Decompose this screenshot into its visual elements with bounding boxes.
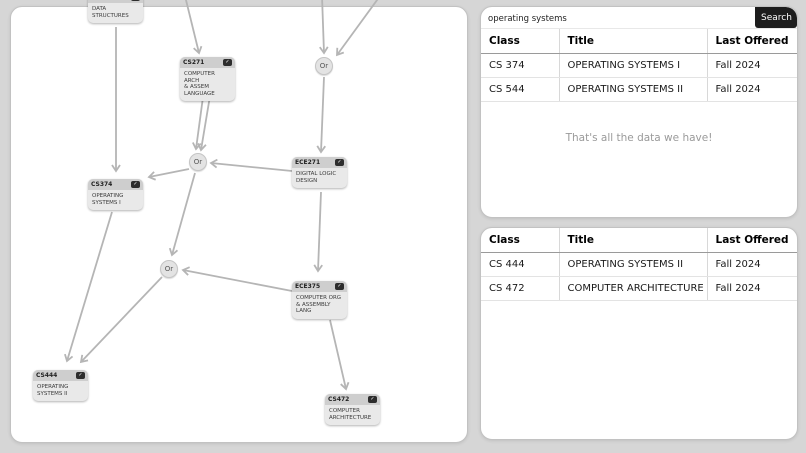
course-node-ece271[interactable]: ECE271 ✓ DIGITAL LOGIC DESIGN — [292, 157, 347, 188]
node-checkbox-icon[interactable]: ✓ — [131, 0, 140, 1]
course-code: ECE375 — [295, 283, 321, 290]
course-node-header: ECE375 ✓ — [292, 281, 347, 292]
search-results-panel: Search Class Title Last Offered CS 374 O… — [480, 6, 798, 218]
course-code: CS374 — [91, 181, 113, 188]
node-checkbox-icon[interactable]: ✓ — [76, 372, 85, 379]
course-node-ece375[interactable]: ECE375 ✓ COMPUTER ORG & ASSEMBLY LANG — [292, 281, 347, 319]
course-code: CS472 — [328, 396, 350, 403]
course-node-header: ✓ — [88, 0, 143, 3]
table-header-row: Class Title Last Offered — [481, 228, 797, 253]
cell-class: CS 444 — [481, 252, 559, 277]
course-title: COMPUTER ARCHITECTURE — [329, 408, 372, 421]
cell-title: OPERATING SYSTEMS II — [558, 252, 707, 277]
or-junction-top: Or — [315, 57, 333, 75]
course-title: DATA STRUCTURES — [92, 6, 129, 19]
cell-title: COMPUTER ARCHITECTURE — [558, 276, 707, 301]
search-button[interactable]: Search — [755, 7, 797, 28]
table-row: CS 444 OPERATING SYSTEMS II Fall 2024 — [481, 252, 797, 277]
search-input[interactable] — [481, 7, 755, 28]
node-checkbox-icon[interactable]: ✓ — [223, 59, 232, 66]
course-node-data-structures[interactable]: ✓ DATA STRUCTURES — [88, 0, 143, 23]
course-node-cs472[interactable]: CS472 ✓ COMPUTER ARCHITECTURE — [325, 394, 380, 425]
column-header-class: Class — [481, 228, 559, 253]
course-node-header: CS271 ✓ — [180, 57, 235, 68]
course-title: COMPUTER ARCH & ASSEM LANGUAGE — [184, 71, 215, 97]
course-node-header: CS444 ✓ — [33, 370, 88, 381]
table-row: CS 374 OPERATING SYSTEMS I Fall 2024 — [481, 53, 797, 78]
or-junction-middle: Or — [189, 153, 207, 171]
cell-title: OPERATING SYSTEMS II — [558, 77, 707, 102]
table-row: CS 544 OPERATING SYSTEMS II Fall 2024 — [481, 77, 797, 102]
results-table-top: Class Title Last Offered CS 374 OPERATIN… — [481, 29, 797, 102]
course-title: DIGITAL LOGIC DESIGN — [296, 171, 337, 184]
column-header-title: Title — [558, 228, 707, 253]
prereq-edges — [64, 0, 379, 391]
course-title: OPERATING SYSTEMS II — [37, 384, 69, 397]
node-checkbox-icon[interactable]: ✓ — [335, 159, 344, 166]
cell-title: OPERATING SYSTEMS I — [558, 53, 707, 78]
course-code: ECE271 — [295, 159, 321, 166]
search-bar: Search — [481, 7, 797, 29]
results-panel-bottom: Class Title Last Offered CS 444 OPERATIN… — [480, 227, 798, 440]
course-title: OPERATING SYSTEMS I — [92, 193, 124, 206]
cell-last-offered: Fall 2024 — [706, 53, 797, 78]
course-node-cs374[interactable]: CS374 ✓ OPERATING SYSTEMS I — [88, 179, 143, 210]
column-header-class: Class — [481, 29, 559, 54]
course-node-header: CS472 ✓ — [325, 394, 380, 405]
end-of-data-message: That's all the data we have! — [565, 132, 713, 144]
column-header-last-offered: Last Offered — [706, 29, 797, 54]
course-code: CS444 — [36, 372, 58, 379]
course-title: COMPUTER ORG & ASSEMBLY LANG — [296, 295, 342, 314]
cell-class: CS 472 — [481, 276, 559, 301]
course-node-cs444[interactable]: CS444 ✓ OPERATING SYSTEMS II — [33, 370, 88, 401]
cell-class: CS 544 — [481, 77, 559, 102]
node-checkbox-icon[interactable]: ✓ — [131, 181, 140, 188]
or-junction-bottom: Or — [160, 260, 178, 278]
table-header-row: Class Title Last Offered — [481, 29, 797, 54]
course-node-cs271[interactable]: CS271 ✓ COMPUTER ARCH & ASSEM LANGUAGE — [180, 57, 235, 101]
course-node-header: CS374 ✓ — [88, 179, 143, 190]
cell-class: CS 374 — [481, 53, 559, 78]
node-checkbox-icon[interactable]: ✓ — [368, 396, 377, 403]
results-table-bottom: Class Title Last Offered CS 444 OPERATIN… — [481, 228, 797, 301]
course-code: CS271 — [183, 59, 205, 66]
prereq-graph-panel — [10, 6, 468, 443]
column-header-last-offered: Last Offered — [706, 228, 797, 253]
node-checkbox-icon[interactable]: ✓ — [335, 283, 344, 290]
cell-last-offered: Fall 2024 — [706, 252, 797, 277]
column-header-title: Title — [558, 29, 707, 54]
cell-last-offered: Fall 2024 — [706, 276, 797, 301]
course-node-header: ECE271 ✓ — [292, 157, 347, 168]
prereq-graph: ✓ DATA STRUCTURES CS271 ✓ COMPUTER ARCH … — [33, 0, 380, 425]
cell-last-offered: Fall 2024 — [706, 77, 797, 102]
table-row: CS 472 COMPUTER ARCHITECTURE Fall 2024 — [481, 276, 797, 301]
